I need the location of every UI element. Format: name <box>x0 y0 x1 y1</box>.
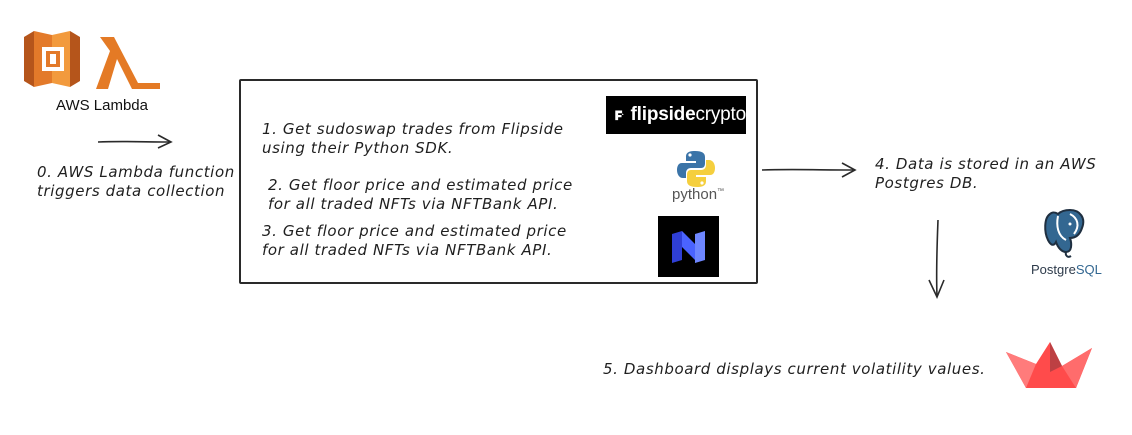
flipside-text-bold: flipside <box>630 104 696 125</box>
aws-lambda-label: AWS Lambda <box>56 97 148 114</box>
step-1-line-1: 1. Get sudoswap trades from Flipside <box>262 120 564 138</box>
streamlit-boat-icon <box>1006 342 1094 390</box>
step-3-line-2: for all traded NFTs via NFTBank API. <box>262 241 553 259</box>
arrow-database-to-dashboard <box>924 218 950 300</box>
step-0-line-1: 0. AWS Lambda function <box>37 163 235 181</box>
postgres-text-b: SQL <box>1075 262 1102 277</box>
postgresql-elephant-icon <box>1040 208 1092 260</box>
flipside-crypto-logo: flipsidecrypto <box>606 96 746 134</box>
step-4-line-1: 4. Data is stored in an AWS <box>875 155 1097 173</box>
step-1-line-2: using their Python SDK. <box>262 139 454 157</box>
step-3-line-1: 3. Get floor price and estimated price <box>262 222 567 240</box>
step-4-line-2: Postgres DB. <box>875 174 979 192</box>
step-2-line-2: for all traded NFTs via NFTBank API. <box>268 195 559 213</box>
postgresql-logo-text: PostgreSQL <box>1031 262 1102 277</box>
python-logo <box>677 150 715 188</box>
aws-lambda-icon <box>22 31 162 91</box>
flipside-text-rest: crypto <box>695 104 746 125</box>
arrow-lambda-to-box <box>96 130 176 154</box>
step-2-line-1: 2. Get floor price and estimated price <box>268 176 573 194</box>
data-collection-box <box>239 79 758 284</box>
postgres-text-a: Postgre <box>1031 262 1076 277</box>
python-text: python <box>672 186 718 203</box>
step-5-text: 5. Dashboard displays current volatility… <box>603 360 986 378</box>
python-logo-text: python™ <box>672 186 724 203</box>
nftbank-logo <box>658 216 719 277</box>
step-0-line-2: triggers data collection <box>37 182 226 200</box>
python-tm: ™ <box>717 188 725 195</box>
flipside-mark-icon <box>615 110 624 121</box>
arrow-box-to-database <box>760 158 860 182</box>
